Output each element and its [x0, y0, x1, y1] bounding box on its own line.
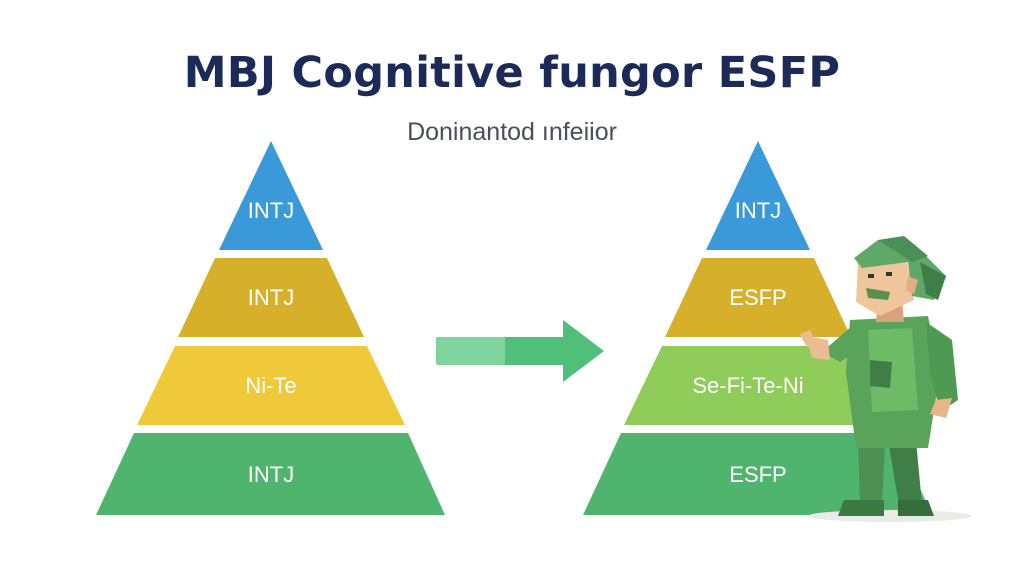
right-tier-2 [665, 258, 851, 337]
right-tier-4 [583, 433, 932, 515]
transition-arrow [436, 320, 604, 382]
left-tier-2 [178, 258, 364, 337]
character-illustration [800, 236, 972, 522]
left-tier-4-label: INTJ [248, 462, 294, 487]
page-subtitle: Doninantod ınfeiior [407, 118, 617, 146]
right-tier-1-label: INTJ [735, 198, 781, 223]
left-tier-1-label: INTJ [248, 198, 294, 223]
right-tier-1 [706, 141, 810, 250]
left-pyramid: INTJ INTJ Ni-Te INTJ [96, 141, 445, 515]
left-tier-3-label: Ni-Te [245, 373, 296, 398]
right-tier-3-label: Se-Fi-Te-Ni [692, 373, 803, 398]
right-tier-4-label: ESFP [729, 462, 786, 487]
right-tier-3 [624, 346, 892, 425]
left-tier-4 [96, 433, 445, 515]
page-title: MBJ Cognitive fungor ESFP [183, 48, 841, 98]
left-tier-2-label: INTJ [248, 285, 294, 310]
left-tier-3 [137, 346, 405, 425]
right-pyramid: INTJ ESFP Se-Fi-Te-Ni ESFP [583, 141, 932, 515]
right-tier-2-label: ESFP [729, 285, 786, 310]
left-tier-1 [219, 141, 323, 250]
